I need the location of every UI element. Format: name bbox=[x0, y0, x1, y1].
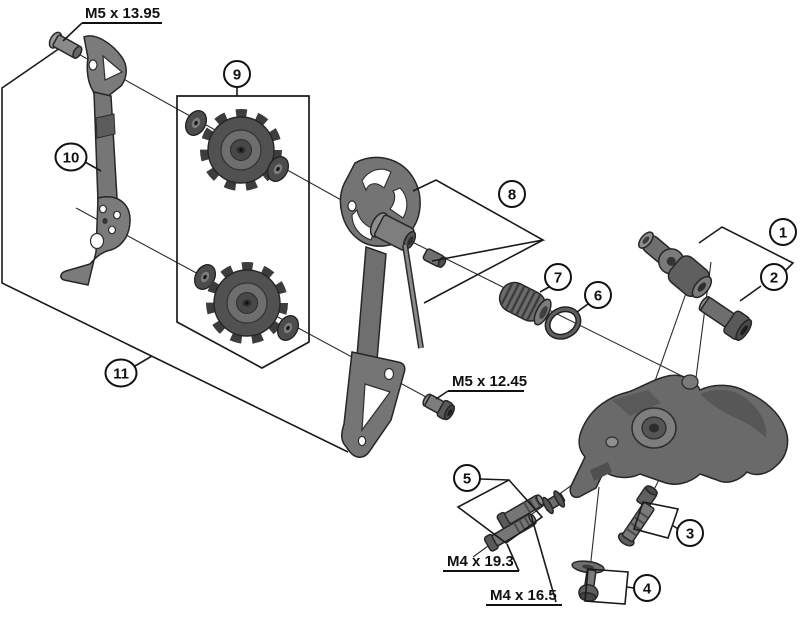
guide-pulley bbox=[200, 109, 282, 191]
callout-9: 9 bbox=[223, 60, 251, 88]
svg-text:9: 9 bbox=[233, 67, 241, 84]
tension-pulley-washer-right bbox=[276, 315, 300, 341]
svg-text:3: 3 bbox=[686, 526, 694, 543]
callout-1: 1 bbox=[769, 218, 797, 246]
label-top-bolt: M5 x 13.95 bbox=[62, 5, 162, 42]
outer-plate bbox=[339, 156, 447, 458]
callout-11-outline bbox=[1, 47, 349, 453]
callout-4-bracket bbox=[584, 568, 635, 605]
svg-text:10: 10 bbox=[63, 150, 80, 167]
svg-text:2: 2 bbox=[770, 270, 778, 287]
callout-7: 7 bbox=[544, 263, 572, 291]
inner-plate-top-hole bbox=[88, 59, 98, 71]
tension-pulley bbox=[206, 262, 288, 344]
callout-8-bracket bbox=[412, 179, 546, 304]
bracket-axle-unit bbox=[637, 231, 713, 299]
label-long-bolt: M4 x 19.3 bbox=[443, 543, 520, 572]
inner-plate bbox=[60, 35, 131, 286]
label-short-bolt-text: M4 x 16.5 bbox=[490, 587, 557, 604]
callout-10-leader bbox=[84, 161, 102, 172]
callout-10: 10 bbox=[54, 142, 88, 172]
label-top-bolt-text: M5 x 13.95 bbox=[85, 5, 160, 22]
tension-pulley-washer-left bbox=[193, 264, 217, 290]
label-cage-bolt-text: M5 x 12.45 bbox=[452, 373, 527, 390]
pulley-set-box bbox=[176, 95, 310, 369]
cable-clamp-stud bbox=[541, 490, 566, 515]
inner-plate-cutout bbox=[102, 54, 124, 81]
o-ring bbox=[544, 306, 582, 340]
callout-3: 3 bbox=[676, 519, 704, 547]
guide-pulley-washer-left bbox=[184, 110, 208, 136]
callout-8: 8 bbox=[498, 180, 526, 208]
svg-text:5: 5 bbox=[463, 471, 471, 488]
outer-plate-lower-hole bbox=[383, 367, 395, 381]
svg-text:8: 8 bbox=[508, 187, 516, 204]
cage-bolt-bottom bbox=[422, 393, 456, 421]
cage-pivot-shaft bbox=[369, 212, 417, 251]
svg-text:7: 7 bbox=[554, 270, 562, 287]
svg-text:6: 6 bbox=[594, 288, 602, 305]
cage-spring-pin bbox=[403, 244, 423, 349]
svg-text:11: 11 bbox=[113, 366, 129, 383]
callout-4: 4 bbox=[633, 574, 661, 602]
cage-bolt-top bbox=[48, 31, 83, 59]
callout-7-leader bbox=[539, 286, 550, 293]
label-short-bolt: M4 x 16.5 bbox=[486, 514, 562, 606]
derailleur-body bbox=[569, 374, 789, 499]
label-cage-bolt: M5 x 12.45 bbox=[435, 373, 527, 400]
callout-6: 6 bbox=[584, 281, 612, 309]
inner-plate-lower-hole bbox=[89, 232, 105, 250]
callout-6-leader bbox=[576, 303, 589, 313]
bracket-axle-bolt bbox=[698, 296, 753, 341]
callout-11: 11 bbox=[104, 358, 138, 388]
callout-5: 5 bbox=[453, 464, 481, 492]
callout-5-bracket bbox=[456, 478, 544, 544]
callout-2: 2 bbox=[760, 263, 788, 291]
tension-adjust-spring bbox=[498, 281, 552, 326]
callout-1-2-bracket bbox=[698, 226, 795, 302]
label-long-bolt-text: M4 x 19.3 bbox=[447, 553, 514, 570]
svg-text:4: 4 bbox=[643, 581, 652, 598]
outer-plate-top-hole bbox=[347, 200, 357, 212]
svg-text:1: 1 bbox=[779, 225, 787, 242]
guide-pulley-washer-right bbox=[266, 156, 290, 182]
